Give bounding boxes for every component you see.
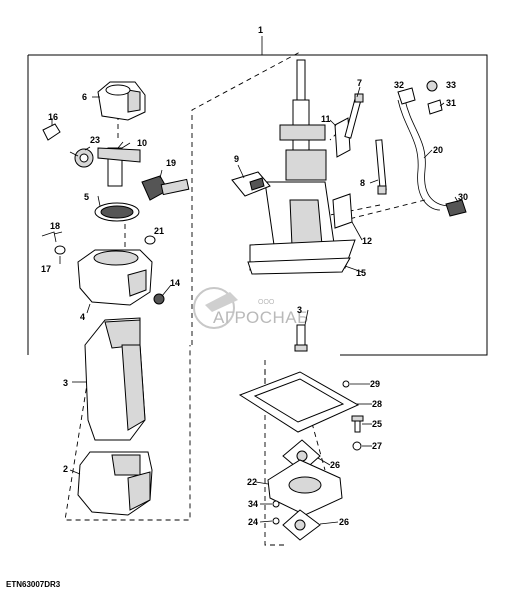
part-3-shaft	[294, 324, 308, 352]
part-27-washer	[352, 441, 362, 451]
callout-29: 29	[370, 379, 380, 389]
part-14-nut	[153, 293, 165, 305]
callout-34: 34	[248, 499, 258, 509]
callout-21: 21	[154, 226, 164, 236]
callout-2: 2	[63, 464, 68, 474]
callout-22: 22	[247, 477, 257, 487]
callout-27: 27	[372, 441, 382, 451]
part-17-washer	[54, 245, 66, 255]
callout-25: 25	[372, 419, 382, 429]
watermark-prefix: ООО	[258, 299, 275, 306]
part-2-boot	[77, 451, 153, 516]
part-16-clip	[42, 118, 61, 141]
callout-10: 10	[137, 138, 147, 148]
part-3-cover	[84, 317, 146, 441]
callout-4: 4	[80, 312, 85, 322]
callout-5: 5	[84, 192, 89, 202]
callout-19: 19	[166, 158, 176, 168]
callout-24: 24	[248, 517, 258, 527]
part-15-plate	[247, 257, 351, 275]
assembly-frame	[28, 54, 488, 356]
part-33-connector	[426, 80, 438, 92]
part-21-nut	[144, 235, 156, 245]
part-6-knob-cap	[97, 81, 146, 121]
part-32-connector	[397, 87, 416, 105]
part-20-harness	[397, 99, 449, 211]
callout-11: 11	[321, 114, 331, 124]
callout-28: 28	[372, 399, 382, 409]
callout-32: 32	[394, 80, 404, 90]
callout-6: 6	[82, 92, 87, 102]
part-column-shaft	[279, 59, 327, 181]
callout-8: 8	[360, 178, 365, 188]
callout-7: 7	[357, 78, 362, 88]
part-23-gear	[69, 146, 94, 168]
dash-guide-outer	[191, 51, 301, 345]
figure-code: ETN63007DR3	[6, 580, 61, 589]
callout-3b: 3	[297, 305, 302, 315]
dash-guide-cover	[64, 334, 191, 521]
callout-12: 12	[362, 236, 372, 246]
callout-17: 17	[41, 264, 51, 274]
part-11-plate	[334, 117, 351, 158]
part-10-bracket	[97, 141, 141, 187]
part-19-sensor	[141, 175, 190, 201]
callout-20: 20	[433, 145, 443, 155]
callout-33: 33	[446, 80, 456, 90]
callout-31: 31	[446, 98, 456, 108]
watermark-brand: АГРОСНАБ	[213, 308, 309, 327]
part-5-ring	[94, 202, 140, 222]
part-24-washer	[272, 517, 280, 525]
part-30-plug	[445, 199, 467, 217]
part-25-bolt	[351, 415, 364, 433]
dash-guide-wire	[344, 199, 426, 221]
callout-15: 15	[356, 268, 366, 278]
callout-16: 16	[48, 112, 58, 122]
part-34-nut	[272, 500, 280, 508]
callout-18: 18	[50, 221, 60, 231]
part-29-bolt	[342, 380, 350, 388]
part-8-gas-spring	[375, 139, 387, 195]
part-22-mount	[267, 459, 343, 516]
callout-1: 1	[258, 25, 263, 35]
part-12-plate	[332, 193, 353, 229]
callout-3: 3	[63, 378, 68, 388]
part-28-gasket	[238, 371, 360, 433]
part-4-housing	[77, 249, 153, 306]
callout-26: 26	[330, 460, 340, 470]
callout-30: 30	[458, 192, 468, 202]
part-31-clip	[427, 99, 443, 115]
callout-9: 9	[234, 154, 239, 164]
callout-23: 23	[90, 135, 100, 145]
watermark-logo: ООО АГРОСНАБ	[193, 287, 309, 329]
callout-26b: 26	[339, 517, 349, 527]
part-7-gas-spring	[344, 93, 364, 139]
part-18-pin	[41, 231, 57, 243]
leader-lines	[53, 86, 459, 525]
part-26-plate-lower	[282, 509, 321, 541]
dash-guide-base	[264, 370, 285, 546]
part-9-bracket	[231, 171, 271, 197]
callout-14: 14	[170, 278, 180, 288]
